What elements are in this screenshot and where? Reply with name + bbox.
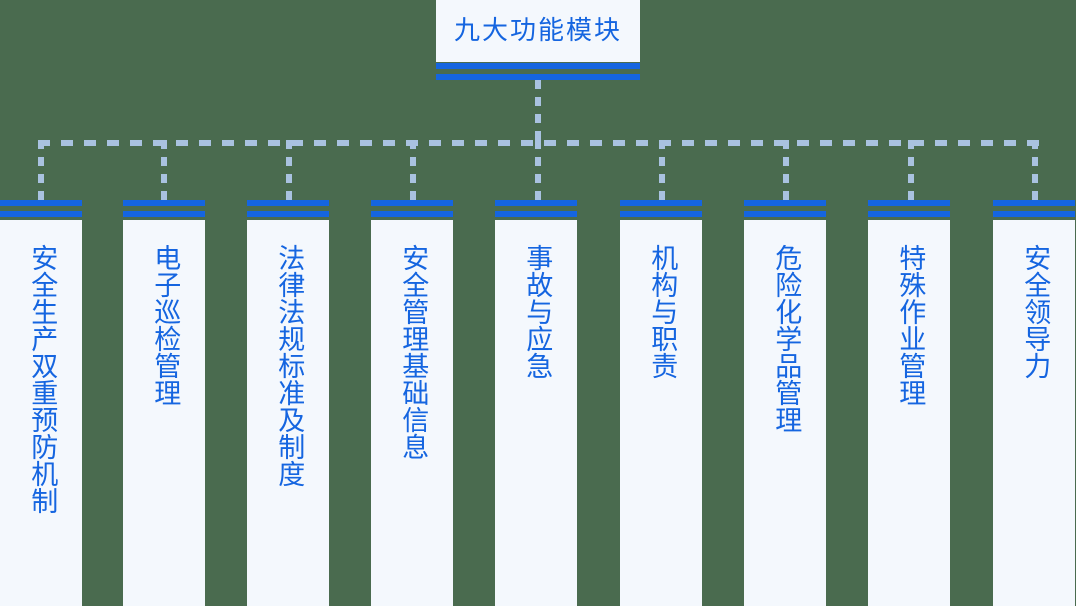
connector-drop-9: [1032, 140, 1038, 202]
module-node-5-accent-bar-lower: [495, 211, 577, 217]
module-node-1-label: 安全生产双重预防机制: [26, 244, 58, 514]
module-node-6[interactable]: 机构与职责: [620, 200, 702, 606]
connector-drop-7: [783, 140, 789, 202]
module-node-6-label: 机构与职责: [646, 244, 678, 379]
module-node-8-label: 特殊作业管理: [894, 244, 926, 406]
module-node-5-panel: 事故与应急: [495, 220, 577, 606]
root-node-label: 九大功能模块: [453, 16, 622, 46]
module-node-3[interactable]: 法律法规标准及制度: [247, 200, 329, 606]
module-node-2-label: 电子巡检管理: [149, 244, 181, 406]
root-node-panel: 九大功能模块: [436, 0, 640, 62]
module-node-9[interactable]: 安全领导力: [993, 200, 1075, 606]
connector-drop-1: [38, 140, 44, 202]
module-node-4-label: 安全管理基础信息: [397, 244, 429, 460]
module-node-1-accent-bar-upper: [0, 200, 82, 206]
module-node-5-label: 事故与应急: [521, 244, 553, 379]
module-node-4-accent-bar-upper: [371, 200, 453, 206]
module-node-7-label: 危险化学品管理: [770, 244, 802, 433]
module-node-7-accent-bar-upper: [744, 200, 826, 206]
module-node-8-accent-bar-upper: [868, 200, 950, 206]
module-node-6-accent-bar-upper: [620, 200, 702, 206]
module-node-4-panel: 安全管理基础信息: [371, 220, 453, 606]
module-node-4[interactable]: 安全管理基础信息: [371, 200, 453, 606]
module-node-3-panel: 法律法规标准及制度: [247, 220, 329, 606]
module-node-6-panel: 机构与职责: [620, 220, 702, 606]
module-node-6-accent-bar-lower: [620, 211, 702, 217]
module-node-8[interactable]: 特殊作业管理: [868, 200, 950, 606]
module-node-3-accent-bar-upper: [247, 200, 329, 206]
connector-drop-6: [659, 140, 665, 202]
connector-drop-2: [161, 140, 167, 202]
connector-drop-4: [410, 140, 416, 202]
root-node[interactable]: 九大功能模块: [436, 0, 640, 82]
module-node-5-accent-bar-upper: [495, 200, 577, 206]
connector-drop-3: [286, 140, 292, 202]
connector-drop-5: [535, 140, 541, 202]
root-node-accent-bar-upper: [436, 63, 640, 69]
module-node-8-accent-bar-lower: [868, 211, 950, 217]
connector-drop-8: [908, 140, 914, 202]
module-node-1-accent-bar-lower: [0, 211, 82, 217]
module-node-1-panel: 安全生产双重预防机制: [0, 220, 82, 606]
module-node-1[interactable]: 安全生产双重预防机制: [0, 200, 82, 606]
module-node-9-accent-bar-lower: [993, 211, 1075, 217]
module-node-8-panel: 特殊作业管理: [868, 220, 950, 606]
module-node-4-accent-bar-lower: [371, 211, 453, 217]
module-node-7-accent-bar-lower: [744, 211, 826, 217]
module-node-2[interactable]: 电子巡检管理: [123, 200, 205, 606]
module-node-7-panel: 危险化学品管理: [744, 220, 826, 606]
root-node-accent-bar-lower: [436, 74, 640, 80]
module-node-5[interactable]: 事故与应急: [495, 200, 577, 606]
module-node-2-accent-bar-lower: [123, 211, 205, 217]
module-node-2-accent-bar-upper: [123, 200, 205, 206]
module-node-2-panel: 电子巡检管理: [123, 220, 205, 606]
module-node-7[interactable]: 危险化学品管理: [744, 200, 826, 606]
module-node-9-label: 安全领导力: [1019, 244, 1051, 379]
module-node-9-panel: 安全领导力: [993, 220, 1075, 606]
module-node-3-accent-bar-lower: [247, 211, 329, 217]
module-node-9-accent-bar-upper: [993, 200, 1075, 206]
connector-root-stem: [535, 80, 541, 143]
module-node-3-label: 法律法规标准及制度: [273, 244, 305, 487]
